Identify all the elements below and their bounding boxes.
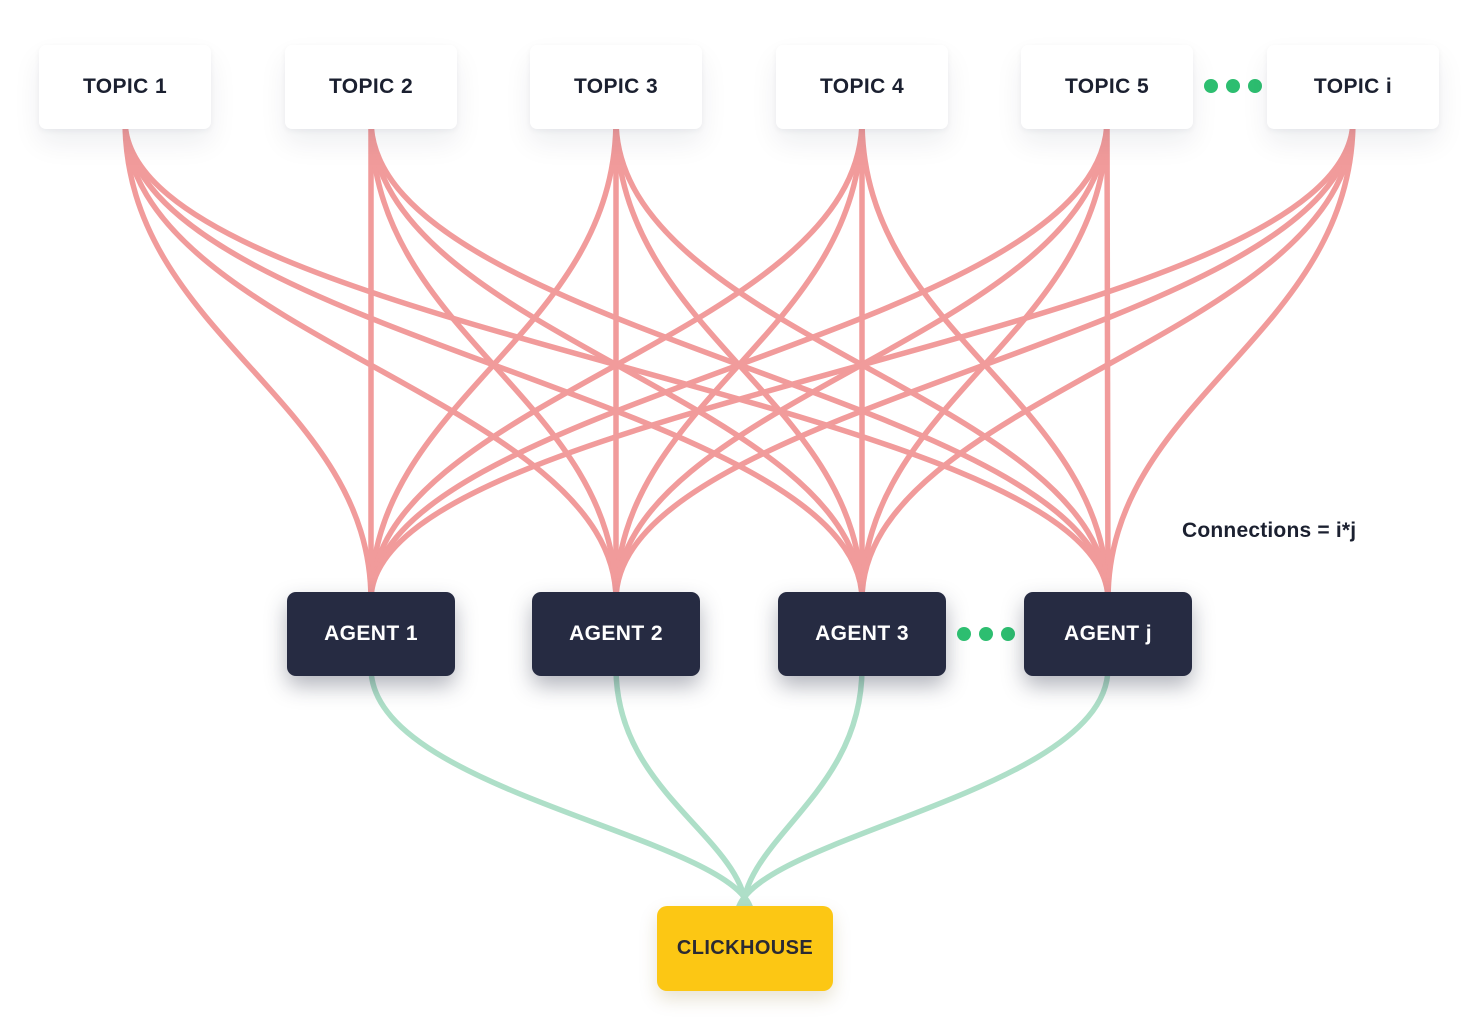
dot-icon: [979, 627, 993, 641]
topic-node-4: TOPIC 4: [776, 45, 948, 129]
edge: [368, 117, 1356, 603]
clickhouse-node: CLICKHOUSE: [657, 906, 833, 991]
topic-node-i: TOPIC i: [1267, 45, 1439, 129]
dot-icon: [1248, 79, 1262, 93]
edge: [368, 665, 755, 919]
edge: [122, 117, 374, 603]
edge: [739, 665, 865, 919]
agent-node-3: AGENT 3: [778, 592, 946, 676]
edge: [613, 117, 1356, 603]
connections-formula-label: Connections = i*j: [1182, 519, 1357, 542]
topic-agent-edges: [122, 117, 1356, 603]
topic-node-1: TOPIC 1: [39, 45, 211, 129]
agent-node-2: AGENT 2: [532, 592, 700, 676]
dot-icon: [957, 627, 971, 641]
edge: [734, 665, 1111, 919]
agent-node-j: AGENT j: [1024, 592, 1192, 676]
dot-icon: [1001, 627, 1015, 641]
topic-node-5: TOPIC 5: [1021, 45, 1193, 129]
edge: [368, 117, 619, 603]
edge: [859, 117, 1356, 603]
edge: [368, 117, 1110, 603]
topic-node-2: TOPIC 2: [285, 45, 457, 129]
edge: [368, 117, 865, 603]
edge: [859, 117, 1110, 603]
edge: [1104, 117, 1111, 603]
topic-node-3: TOPIC 3: [530, 45, 702, 129]
agent-node-1: AGENT 1: [287, 592, 455, 676]
agent-database-edges: [368, 665, 1111, 919]
edge: [1105, 117, 1356, 603]
agents-ellipsis-icon: [957, 627, 1015, 641]
edge: [613, 665, 750, 919]
dot-icon: [1226, 79, 1240, 93]
dot-icon: [1204, 79, 1218, 93]
topics-ellipsis-icon: [1204, 79, 1262, 93]
